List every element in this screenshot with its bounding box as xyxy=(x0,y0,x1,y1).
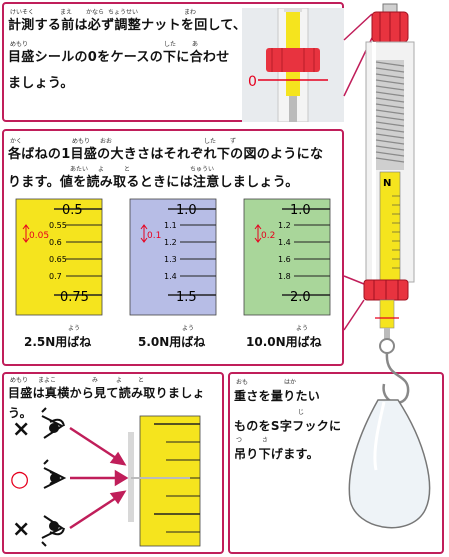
ruby-oo: おお xyxy=(100,138,113,145)
eye-icon xyxy=(43,459,67,489)
eye-icon xyxy=(41,515,65,547)
ruby-zu: ず xyxy=(230,138,237,145)
wrong-mark-top: × xyxy=(12,417,30,442)
ruby-haka: はか xyxy=(284,379,297,386)
ruby-memori: めもり xyxy=(10,41,29,48)
scale-text-line-1: 各ばねの1目盛の大きさはそれぞれ下の図のようにな xyxy=(8,147,324,162)
ruby-you-1: よう xyxy=(68,325,81,332)
scale-unit-letter: N xyxy=(383,178,391,189)
wrong-mark-bottom: × xyxy=(12,517,30,542)
ruby-shita-2: した xyxy=(204,138,217,145)
caption-5-0n: 5.0N用ばね xyxy=(138,335,206,349)
ruby-to: と xyxy=(124,166,131,173)
minor-label: 1.4 xyxy=(278,238,291,247)
reading-scale xyxy=(128,415,201,547)
hook-line-1: 重さを量りたい xyxy=(234,389,321,403)
ruby-you-2: よう xyxy=(182,325,195,332)
major-label: 0.5 xyxy=(62,203,83,218)
ruby-tsu: つ xyxy=(236,437,243,444)
minor-label: 1.2 xyxy=(164,238,177,247)
minor-label: 1.8 xyxy=(278,272,291,281)
minor-label: 0.55 xyxy=(49,221,67,230)
ruby-chousei: ちょうせい xyxy=(108,9,139,16)
minor-label: 1.2 xyxy=(278,221,291,230)
instruction-line-3: ましょう。 xyxy=(8,76,74,91)
ruby-ji: じ xyxy=(298,409,305,416)
ruby-kanara: かなら xyxy=(86,9,105,16)
ruby-memori-3: めもり xyxy=(10,377,29,384)
ruby-atai: あたい xyxy=(70,166,89,173)
scale-5-0n: 1.0 1.1 1.2 1.3 1.4 1.5 0.1 xyxy=(129,198,217,316)
hook-panel: おも はか 重さを量りたい じ ものをS字フックに つ さ 吊り下げます。 xyxy=(228,372,444,554)
instruction-line-1: 計測する前は必ず調整ナットを回して、 xyxy=(8,18,247,33)
minor-label: 1.6 xyxy=(278,255,291,264)
caption-10-0n: 10.0N用ばね xyxy=(246,335,322,349)
scale-2-5n: 0.5 0.55 0.6 0.65 0.7 0.75 0.05 xyxy=(15,198,103,316)
minor-label: 1.4 xyxy=(164,272,177,281)
step-label: 0.05 xyxy=(29,231,49,241)
ruby-memori-2: めもり xyxy=(72,138,91,145)
minor-label: 0.65 xyxy=(49,255,67,264)
reading-title: 目盛は真横から見て読み取りましょう。 xyxy=(8,386,205,420)
ruby-shita: した xyxy=(164,41,177,48)
correct-mark: ○ xyxy=(10,467,29,492)
minor-label: 1.3 xyxy=(164,255,177,264)
hook-line-3: 吊り下げます。 xyxy=(234,447,319,461)
hook-line-2: ものをS字フックに xyxy=(234,419,342,433)
ruby-a: あ xyxy=(192,41,199,48)
ruby-mi: み xyxy=(92,377,99,384)
ruby-mae: まえ xyxy=(60,9,73,16)
scale-types-panel: かく めもり おお した ず 各ばねの1目盛の大きさはそれぞれ下の図のようにな … xyxy=(2,129,344,366)
minor-label: 1.1 xyxy=(164,221,177,230)
minor-label: 0.7 xyxy=(49,272,62,281)
caption-2-5n: 2.5N用ばね xyxy=(24,335,92,349)
minor-label: 0.6 xyxy=(49,238,62,247)
step-label: 0.1 xyxy=(147,231,161,241)
ruby-to-2: と xyxy=(138,377,145,384)
ruby-keisoku: けいそく xyxy=(10,9,35,16)
sight-arrows xyxy=(69,426,129,530)
zero-label: 0 xyxy=(248,74,257,90)
ruby-you-3: よう xyxy=(296,325,309,332)
reading-angle-panel: めもり まよこ み よ と 目盛は真横から見て読み取りましょう。 xyxy=(2,372,224,554)
ruby-mayoko: まよこ xyxy=(38,377,57,384)
major-label: 1.0 xyxy=(290,203,311,218)
ruby-sa: さ xyxy=(262,437,269,444)
ruby-chuui: ちゅうい xyxy=(190,166,215,173)
ruby-omo: おも xyxy=(236,379,249,386)
ruby-yo: よ xyxy=(98,166,105,173)
adjust-nut-panel: けいそく まえ かなら ちょうせい まわ 計測する前は必ず調整ナットを回して、 … xyxy=(2,2,344,123)
ruby-yo-2: よ xyxy=(116,377,123,384)
scale-text-line-2: ります。値を読み取るときには注意しましょう。 xyxy=(8,175,299,190)
ruby-mawa: まわ xyxy=(184,9,197,16)
eye-icon xyxy=(41,407,65,439)
scale-10-0n: 1.0 1.2 1.4 1.6 1.8 2.0 0.2 xyxy=(243,198,331,316)
major-label: 1.0 xyxy=(176,203,197,218)
adjust-nut-photo: 0 xyxy=(242,7,344,123)
instruction-line-2: 目盛シールの0をケースの下に合わせ xyxy=(8,50,230,65)
major-label: 2.0 xyxy=(290,290,311,305)
major-label: 1.5 xyxy=(176,290,197,305)
step-label: 0.2 xyxy=(261,231,275,241)
major-label: 0.75 xyxy=(60,290,89,305)
ruby-kaku: かく xyxy=(10,138,23,145)
